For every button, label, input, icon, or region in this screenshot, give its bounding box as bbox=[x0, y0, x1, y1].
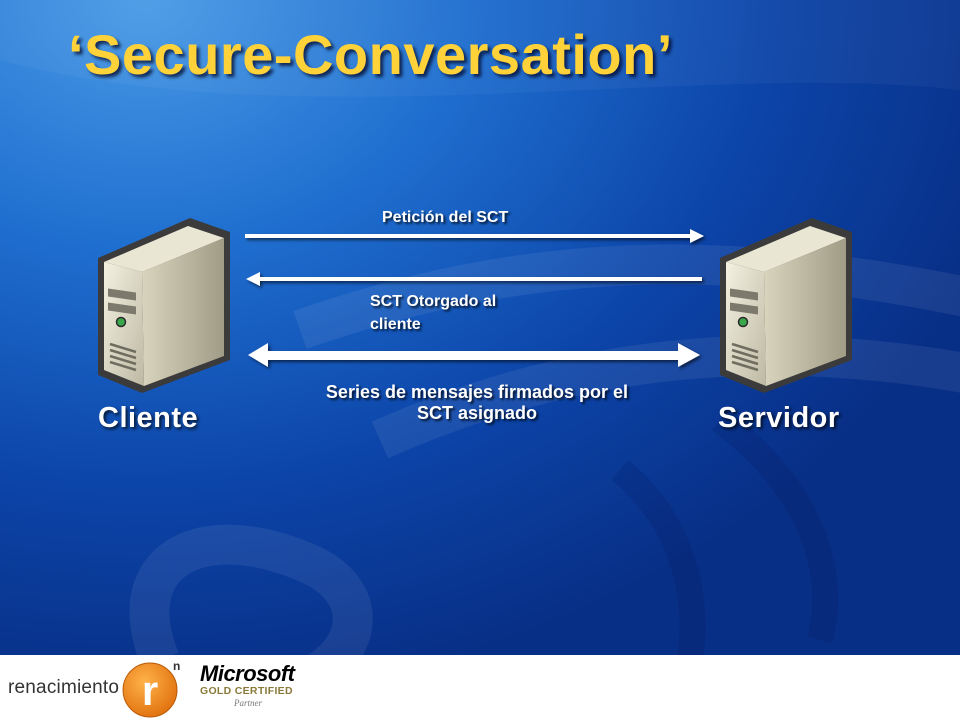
microsoft-partner-badge: Microsoft GOLD CERTIFIED Partner bbox=[200, 663, 310, 709]
series-label-line2: SCT asignado bbox=[416, 402, 537, 423]
server-tower-icon bbox=[712, 210, 857, 395]
page-title: ‘Secure-Conversation’ bbox=[68, 23, 673, 86]
server-label: Servidor bbox=[718, 402, 840, 434]
brand-name: renacimiento bbox=[8, 677, 120, 698]
partner-word: Microsoft bbox=[200, 661, 295, 686]
partner-label: Partner bbox=[234, 698, 262, 708]
brand-logo-letter: r bbox=[142, 667, 158, 714]
partner-level: GOLD CERTIFIED bbox=[200, 685, 293, 697]
client-label: Cliente bbox=[98, 402, 199, 434]
renacimiento-logo-icon: r n bbox=[120, 657, 186, 724]
granted-label: SCT Otorgado al cliente bbox=[370, 290, 496, 336]
series-label-line1: Series de mensajes firmados por el bbox=[325, 382, 629, 402]
background-decoration bbox=[611, 409, 839, 655]
granted-label-line1: SCT Otorgado al bbox=[370, 293, 497, 310]
request-label: Petición del SCT bbox=[382, 209, 509, 226]
slide-canvas: ‘Secure-Conversation’ bbox=[0, 0, 960, 655]
footer-bar: renacimiento r n Microsoft GOLD CERTIFIE… bbox=[0, 655, 960, 720]
granted-label-line2: cliente bbox=[370, 316, 421, 334]
brand-logo-sup: n bbox=[173, 659, 180, 673]
series-label: Series de mensajes firmados por el SCT a… bbox=[262, 382, 692, 423]
client-server-icon bbox=[90, 210, 235, 395]
